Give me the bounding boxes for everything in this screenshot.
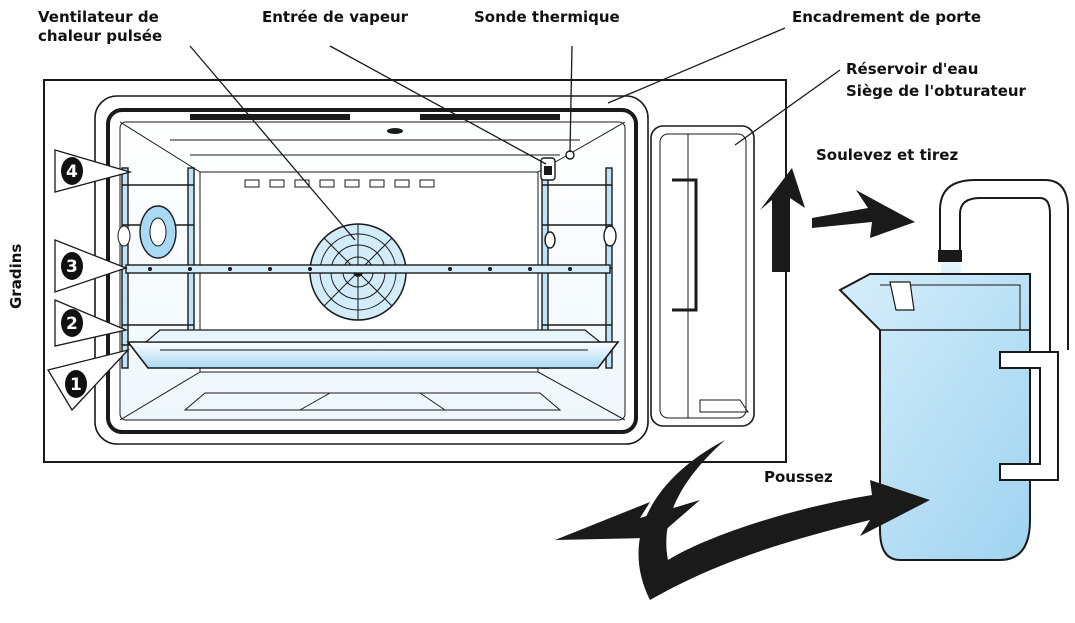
top-element: [190, 114, 560, 134]
cavity-perspective-lines: [119, 121, 626, 421]
rack-level-badges: 4 3 2 1: [46, 149, 133, 412]
label-push: Poussez: [764, 468, 833, 486]
tank-compartment: [650, 125, 755, 427]
rack-badge-2-text: 2: [66, 314, 78, 334]
wire-shelf: [125, 264, 611, 274]
rack-badge-1: [65, 370, 87, 398]
label-shutter-seat: Siège de l'obturateur: [846, 82, 1026, 100]
label-fan: Ventilateur de chaleur pulsée: [38, 8, 163, 45]
label-steam-inlet: Entrée de vapeur: [262, 8, 409, 26]
label-thermal-probe: Sonde thermique: [474, 8, 620, 26]
baking-tray: [126, 329, 620, 369]
left-lamp: [117, 205, 177, 259]
thermal-probe-socket: [565, 150, 575, 160]
rack-badge-1-text: 1: [70, 375, 82, 395]
label-lift-pull: Soulevez et tirez: [816, 146, 959, 164]
rack-badge-4-text: 4: [66, 162, 78, 182]
lift-arrows: [760, 168, 915, 272]
label-door-frame: Encadrement de porte: [792, 8, 982, 26]
vent-slots: [244, 179, 435, 188]
label-water-tank: Réservoir d'eau: [846, 60, 979, 78]
rack-badge-3: [61, 252, 83, 280]
steam-inlet: [540, 157, 556, 181]
rack-badge-2: [61, 309, 83, 337]
leader-lines: [189, 27, 841, 241]
push-arrow: [555, 440, 930, 600]
rack-badge-4: [61, 157, 83, 185]
label-racks: Gradins: [7, 243, 25, 309]
rack-badge-3-text: 3: [66, 257, 78, 277]
